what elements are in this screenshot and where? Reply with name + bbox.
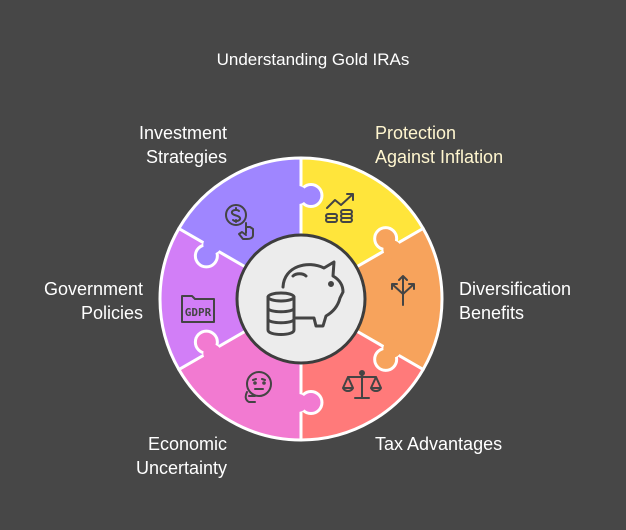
center-disk (235, 233, 367, 365)
split-arrows-icon (391, 275, 415, 306)
piggy-bank-coins-icon (266, 260, 345, 336)
dollar-hand-icon (225, 204, 254, 240)
diagram-title: Understanding Gold IRAs (216, 50, 410, 69)
label-tax: Tax Advantages (375, 434, 503, 454)
scales-icon (342, 370, 382, 399)
rising-coins-icon (325, 193, 354, 223)
gdpr-text: GDPR (185, 306, 212, 319)
thinking-face-icon (244, 371, 272, 403)
gdpr-folder-icon: GDPR (181, 295, 215, 323)
